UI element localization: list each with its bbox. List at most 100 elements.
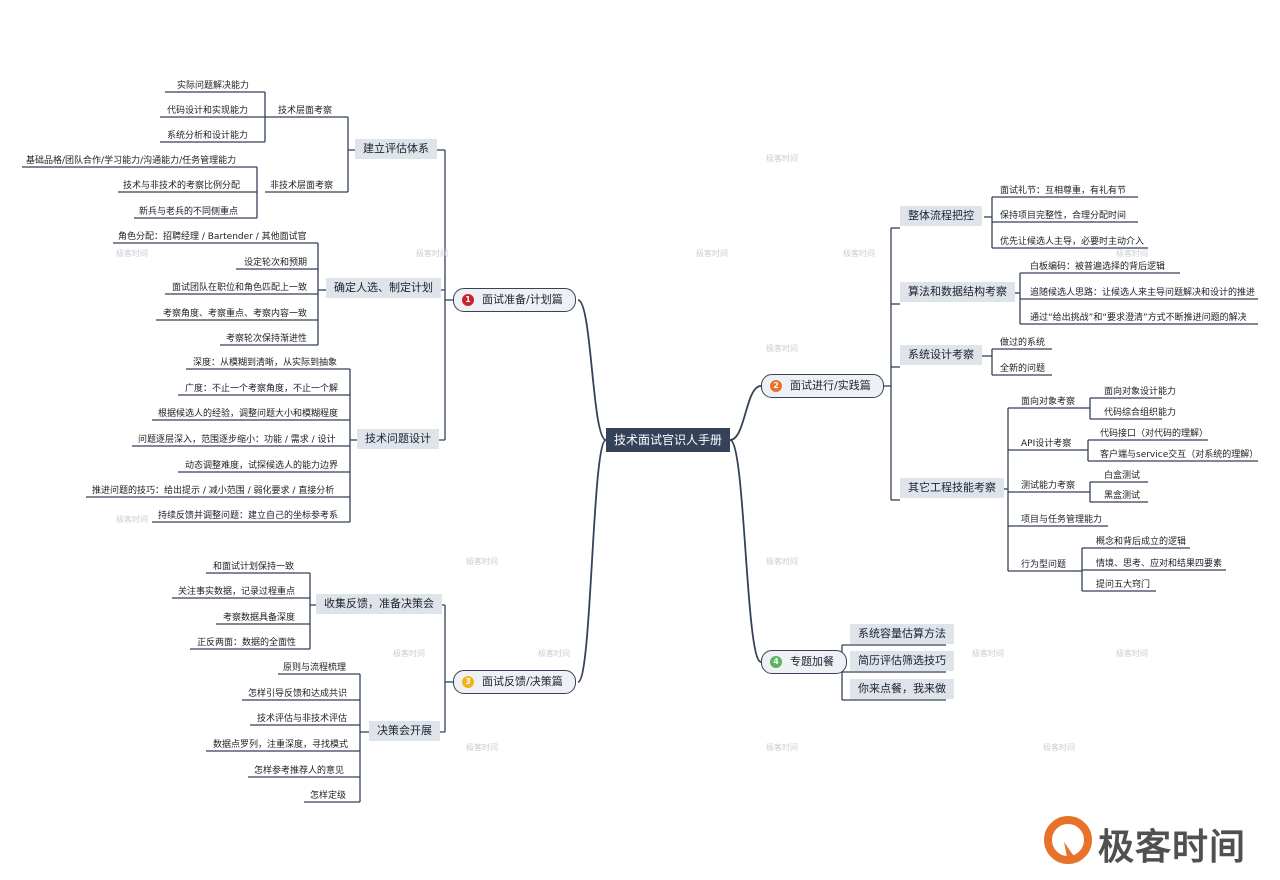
watermark: 极客时间 — [116, 515, 148, 524]
topic-tech-question-design[interactable]: 技术问题设计 — [357, 429, 439, 449]
logo-wordmark: 极客时间 — [1098, 827, 1247, 868]
geektime-logo-icon — [1044, 816, 1092, 864]
leaf-item[interactable]: 怎样参考推荐人的意见 — [254, 766, 345, 776]
watermark: 极客时间 — [416, 249, 448, 258]
watermark: 极客时间 — [1116, 249, 1148, 258]
leaf-item[interactable]: 怎样定级 — [310, 791, 347, 801]
watermark: 极客时间 — [538, 649, 570, 658]
leaf-item[interactable]: 设定轮次和预期 — [244, 258, 308, 268]
branch-connector — [729, 439, 762, 663]
branch-4-label: 专题加餐 — [790, 655, 834, 668]
leaf-item[interactable]: 概念和背后成立的逻辑 — [1096, 537, 1187, 547]
leaf-item[interactable]: 面试团队在职位和角色匹配上一致 — [172, 283, 308, 293]
topic-build-eval-system[interactable]: 建立评估体系 — [355, 139, 437, 159]
subtopic-tech-eval[interactable]: 技术层面考察 — [278, 106, 333, 116]
leaf-item[interactable]: 数据点罗列，注重深度，寻找模式 — [213, 740, 349, 750]
watermark: 极客时间 — [972, 649, 1004, 658]
branch-connector — [577, 299, 607, 441]
leaf-item[interactable]: 持续反馈并调整问题：建立自己的坐标参考系 — [158, 511, 339, 521]
leaf-item[interactable]: 考察轮次保持渐进性 — [226, 334, 308, 344]
watermark: 极客时间 — [1043, 743, 1075, 752]
topic-you-order[interactable]: 你来点餐，我来做 — [850, 679, 954, 699]
leaf-item[interactable]: 考察数据具备深度 — [223, 613, 296, 623]
leaf-item[interactable]: 正反两面：数据的全面性 — [197, 638, 297, 648]
watermark: 极客时间 — [466, 557, 498, 566]
leaf-item[interactable]: 做过的系统 — [1000, 338, 1046, 348]
topic-other-engineering[interactable]: 其它工程技能考察 — [900, 478, 1004, 498]
geektime-logo: 极客时间 — [1044, 816, 1260, 870]
watermark: 极客时间 — [766, 743, 798, 752]
leaf-item[interactable]: 考察角度、考察重点、考察内容一致 — [163, 309, 308, 319]
topic-select-plan[interactable]: 确定人选、制定计划 — [326, 278, 441, 298]
leaf-item[interactable]: 代码接口（对代码的理解） — [1100, 429, 1209, 439]
leaf-item[interactable]: 技术评估与非技术评估 — [257, 714, 348, 724]
watermark: 极客时间 — [116, 249, 148, 258]
topic-collect-feedback[interactable]: 收集反馈，准备决策会 — [316, 594, 442, 614]
watermark: 极客时间 — [843, 249, 875, 258]
leaf-item[interactable]: 提问五大窍门 — [1096, 580, 1151, 590]
branch-4-node[interactable]: 4 专题加餐 — [761, 650, 847, 674]
leaf-item[interactable]: 动态调整难度，试探候选人的能力边界 — [185, 461, 339, 471]
watermark: 极客时间 — [696, 249, 728, 258]
watermark: 极客时间 — [393, 649, 425, 658]
leaf-item[interactable]: 推进问题的技巧：给出提示 / 减小范围 / 弱化要求 / 直接分析 — [92, 486, 335, 496]
leaf-item[interactable]: 面向对象设计能力 — [1104, 387, 1177, 397]
watermark: 极客时间 — [766, 344, 798, 353]
watermark: 极客时间 — [766, 557, 798, 566]
leaf-item[interactable]: 系统分析和设计能力 — [167, 131, 249, 141]
topic-algo-ds[interactable]: 算法和数据结构考察 — [900, 282, 1015, 302]
leaf-item[interactable]: 原则与流程梳理 — [283, 663, 347, 673]
leaf-item[interactable]: 技术与非技术的考察比例分配 — [123, 181, 241, 191]
branch-3-node[interactable]: 3 面试反馈/决策篇 — [453, 670, 576, 694]
leaf-item[interactable]: 新兵与老兵的不同侧重点 — [139, 207, 239, 217]
leaf-item[interactable]: 代码设计和实现能力 — [167, 106, 249, 116]
leaf-item[interactable]: 追随候选人思路：让候选人来主导问题解决和设计的推进 — [1030, 288, 1256, 298]
leaf-item[interactable]: 广度：不止一个考察角度，不止一个解 — [185, 384, 339, 394]
branch-2-label: 面试进行/实践篇 — [790, 379, 871, 392]
subtopic-nontech-eval[interactable]: 非技术层面考察 — [270, 181, 334, 191]
branch-connector — [729, 385, 762, 441]
branch-connector — [577, 439, 607, 683]
leaf-item[interactable]: 白板编码：被普遍选择的背后逻辑 — [1030, 262, 1166, 272]
root-node[interactable]: 技术面试官识人手册 — [606, 428, 730, 452]
subtopic-project-mgmt[interactable]: 项目与任务管理能力 — [1021, 515, 1103, 525]
number-badge-icon: 3 — [462, 676, 474, 688]
leaf-item[interactable]: 优先让候选人主导，必要时主动介入 — [1000, 237, 1145, 247]
number-badge-icon: 1 — [462, 294, 474, 306]
branch-2-node[interactable]: 2 面试进行/实践篇 — [761, 374, 884, 398]
leaf-item[interactable]: 深度：从模糊到清晰，从实际到抽象 — [193, 358, 338, 368]
topic-resume-screening[interactable]: 简历评估筛选技巧 — [850, 651, 954, 671]
watermark: 极客时间 — [466, 743, 498, 752]
topic-flow-control[interactable]: 整体流程把控 — [900, 206, 982, 226]
leaf-item[interactable]: 白盒测试 — [1104, 471, 1141, 481]
topic-decision-meeting[interactable]: 决策会开展 — [369, 721, 440, 741]
leaf-item[interactable]: 代码综合组织能力 — [1104, 408, 1177, 418]
leaf-item[interactable]: 和面试计划保持一致 — [213, 562, 295, 572]
leaf-item[interactable]: 通过“给出挑战”和“要求澄清”方式不断推进问题的解决 — [1030, 313, 1247, 323]
leaf-item[interactable]: 实际问题解决能力 — [177, 81, 250, 91]
leaf-item[interactable]: 情境、思考、应对和结果四要素 — [1096, 559, 1223, 569]
leaf-item[interactable]: 角色分配：招聘经理 / Bartender / 其他面试官 — [118, 232, 307, 242]
leaf-item[interactable]: 全新的问题 — [1000, 364, 1046, 374]
subtopic-oop[interactable]: 面向对象考察 — [1021, 397, 1076, 407]
leaf-item[interactable]: 怎样引导反馈和达成共识 — [248, 689, 348, 699]
number-badge-icon: 2 — [770, 380, 782, 392]
leaf-item[interactable]: 根据候选人的经验，调整问题大小和模糊程度 — [158, 409, 339, 419]
leaf-item[interactable]: 客户端与service交互（对系统的理解） — [1100, 450, 1259, 460]
leaf-item[interactable]: 面试礼节：互相尊重，有礼有节 — [1000, 186, 1127, 196]
branch-1-node[interactable]: 1 面试准备/计划篇 — [453, 288, 576, 312]
leaf-item[interactable]: 基础品格/团队合作/学习能力/沟通能力/任务管理能力 — [26, 156, 237, 166]
branch-1-label: 面试准备/计划篇 — [482, 293, 563, 306]
leaf-item[interactable]: 黑盒测试 — [1104, 491, 1141, 501]
subtopic-behavioral[interactable]: 行为型问题 — [1021, 560, 1067, 570]
subtopic-api[interactable]: API设计考察 — [1021, 439, 1072, 449]
number-badge-icon: 4 — [770, 656, 782, 668]
leaf-item[interactable]: 关注事实数据，记录过程重点 — [178, 587, 296, 597]
topic-system-design[interactable]: 系统设计考察 — [900, 345, 982, 365]
subtopic-testing[interactable]: 测试能力考察 — [1021, 481, 1076, 491]
watermark: 极客时间 — [1116, 649, 1148, 658]
leaf-item[interactable]: 保持项目完整性，合理分配时间 — [1000, 211, 1127, 221]
leaf-item[interactable]: 问题逐层深入，范围逐步缩小：功能 / 需求 / 设计 — [138, 435, 336, 445]
topic-capacity-estimation[interactable]: 系统容量估算方法 — [850, 624, 954, 644]
